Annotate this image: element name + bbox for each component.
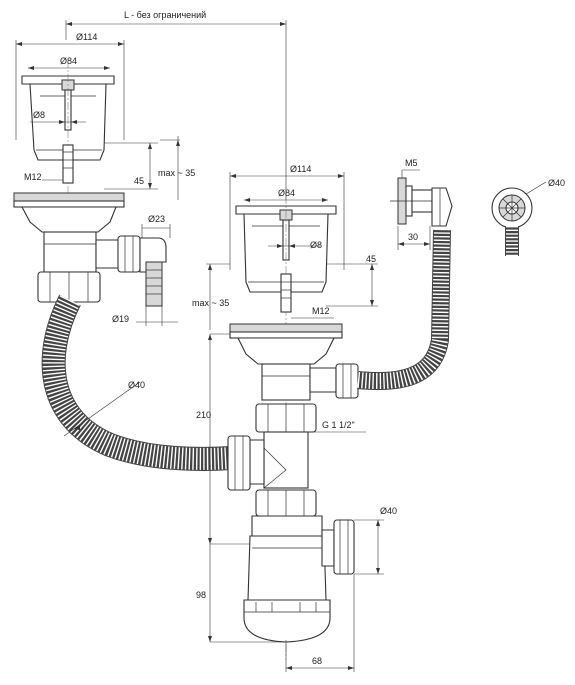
overflow-hose xyxy=(357,229,451,391)
length-label: L - без ограничений xyxy=(124,10,206,20)
left-drain-body: Ø23 Ø19 xyxy=(13,192,178,326)
overflow-fitting-side: M5 30 xyxy=(390,158,453,250)
right-diameter-84-label: Ø84 xyxy=(278,188,295,198)
dim-68-label: 68 xyxy=(312,656,322,666)
dim-210-label: 210 xyxy=(196,410,211,420)
left-max35-label: max ~ 35 xyxy=(158,168,195,178)
right-drain-body: G 1 1/2" xyxy=(227,323,366,517)
vertical-dimensions: 210 98 xyxy=(196,333,286,643)
left-diameter-84-label: Ø84 xyxy=(60,56,77,66)
left-45-label: 45 xyxy=(134,176,144,186)
diameter-19-label: Ø19 xyxy=(112,314,129,324)
right-45-label: 45 xyxy=(366,254,376,264)
diameter-23-label: Ø23 xyxy=(148,214,165,224)
bottle-trap: Ø40 xyxy=(243,506,397,643)
right-m12-label: M12 xyxy=(312,306,330,316)
bottom-width-dimension: 68 xyxy=(285,574,355,672)
length-dimension: L - без ограничений xyxy=(65,10,287,200)
overflow-diameter-40-label: Ø40 xyxy=(548,178,565,188)
m5-label: M5 xyxy=(405,158,418,168)
left-hose-diameter-40-label: Ø40 xyxy=(128,380,145,390)
dim-30-label: 30 xyxy=(408,232,418,242)
left-diameter-8-label: Ø8 xyxy=(33,110,45,120)
left-m12-label: M12 xyxy=(24,172,42,182)
outlet-diameter-40-label: Ø40 xyxy=(380,506,397,516)
right-strainer-basket: Ø114 Ø84 Ø8 M12 45 max ~ 35 xyxy=(192,164,378,660)
overflow-fitting-front: Ø40 xyxy=(491,178,565,256)
left-diameter-114-label: Ø114 xyxy=(76,32,97,42)
left-corrugated-hose: Ø40 xyxy=(41,294,233,471)
right-diameter-114-label: Ø114 xyxy=(290,164,311,174)
right-diameter-8-label: Ø8 xyxy=(310,240,322,250)
thread-size-label: G 1 1/2" xyxy=(322,420,355,430)
dim-98-label: 98 xyxy=(196,590,206,600)
right-max35-label: max ~ 35 xyxy=(192,298,229,308)
left-strainer-basket: Ø114 Ø84 Ø8 M12 45 xyxy=(15,32,195,205)
